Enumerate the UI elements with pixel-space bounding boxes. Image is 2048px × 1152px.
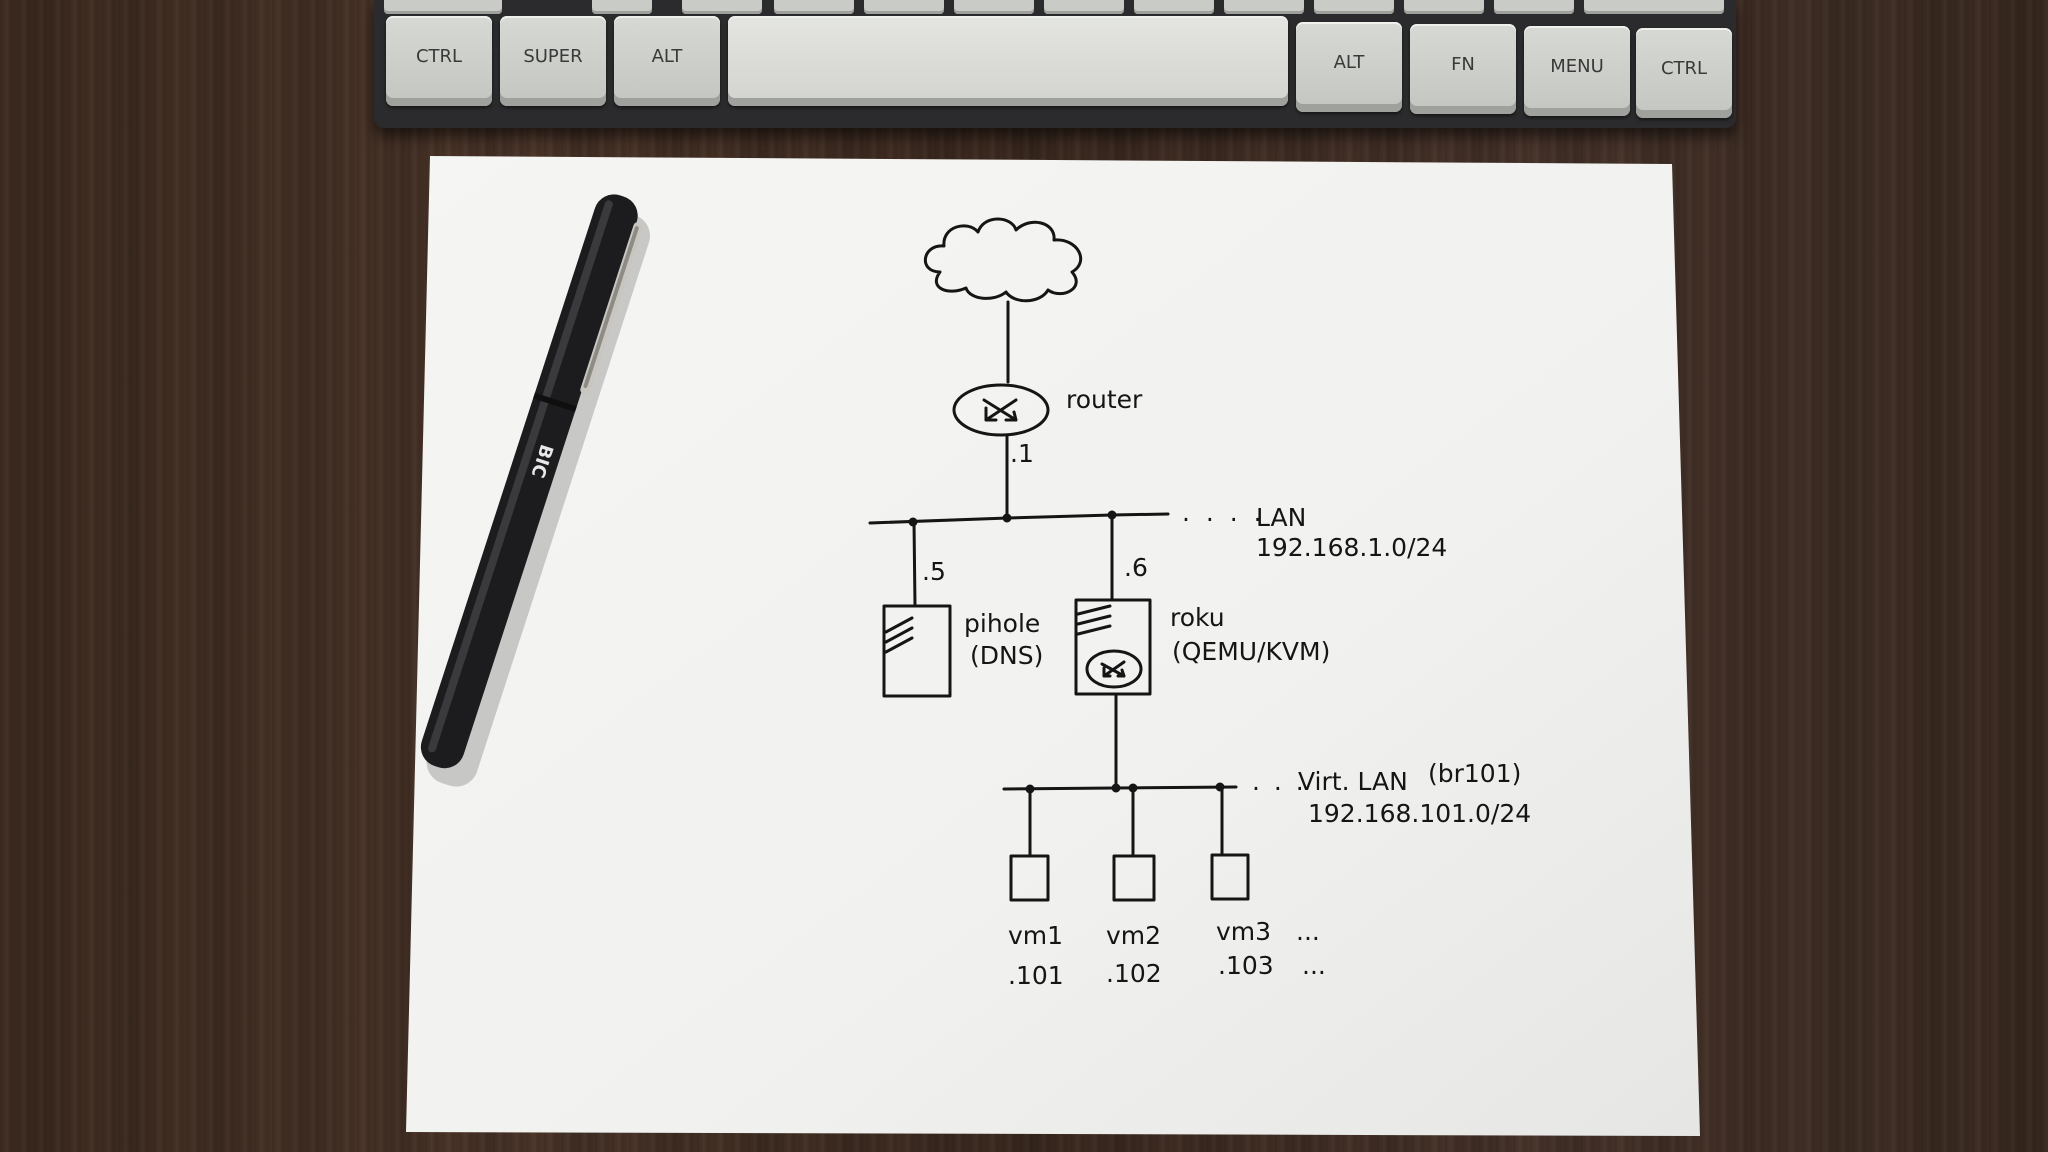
lan-name-label: LAN (1256, 503, 1306, 532)
virt-lan-bridge-label: (br101) (1428, 759, 1521, 788)
lan-tap-pihole (908, 517, 918, 527)
keyboard-top-row-key (774, 0, 854, 14)
roku-virtual-router-icon (1085, 649, 1143, 689)
paper-surface (406, 156, 1700, 1136)
pen-clip-inner (583, 226, 639, 389)
menu-key[interactable]: MENU (1524, 26, 1630, 116)
router-ip-label: .1 (1010, 439, 1034, 468)
keyboard-top-row-key (1314, 0, 1394, 14)
virt-tap-vm1 (1025, 784, 1035, 794)
spacebar-key[interactable] (728, 16, 1288, 106)
virt-tap-roku (1111, 783, 1121, 793)
virt-lan-bus-line (1002, 785, 1238, 791)
lan-ellipsis: . . . . (1182, 498, 1266, 527)
pen-clip (580, 222, 644, 395)
router-label: router (1066, 385, 1143, 414)
vm2-name-label: vm2 (1106, 921, 1161, 950)
virt-lan-ellipsis: . . . (1252, 767, 1307, 796)
alt-left-key[interactable]: ALT (614, 16, 720, 106)
pen-highlight (428, 200, 613, 753)
virt-tap-vm3 (1215, 782, 1225, 792)
super-key[interactable]: SUPER (500, 16, 606, 106)
pihole-name-label: pihole (964, 609, 1040, 638)
pihole-link (912, 520, 917, 608)
pihole-role-label: (DNS) (970, 641, 1043, 670)
lan-tap-router (1002, 513, 1012, 523)
virt-tap-vm2 (1128, 783, 1138, 793)
keyboard-top-row-key (1044, 0, 1124, 14)
pihole-ip-label: .5 (922, 557, 946, 586)
lan-bus-line (868, 512, 1170, 525)
router-icon (952, 383, 1050, 437)
roku-role-label: (QEMU/KVM) (1172, 637, 1330, 666)
keyboard-top-row-key (864, 0, 944, 14)
virt-lan-name-label: Virt. LAN (1298, 767, 1408, 796)
more-vms-ips: ... (1302, 951, 1326, 980)
ctrl-left-key[interactable]: CTRL (386, 16, 492, 106)
keyboard-top-row-key (954, 0, 1034, 14)
keyboard-top-row-key (1224, 0, 1304, 14)
alt-right-key[interactable]: ALT (1296, 22, 1402, 112)
lan-subnet-label: 192.168.1.0/24 (1256, 533, 1447, 562)
vm3-box (1210, 853, 1250, 901)
pihole-server-icon (882, 604, 952, 698)
pen-brand-logo: BIC (527, 442, 557, 480)
ctrl-right-key[interactable]: CTRL (1636, 28, 1732, 118)
roku-ip-label: .6 (1124, 553, 1148, 582)
keyboard-top-row-key (1494, 0, 1574, 14)
keyboard: CTRL SUPER ALT ALT FN MENU CTRL (374, 0, 1736, 128)
pihole-server-lines (884, 616, 914, 654)
pen-body (420, 194, 638, 769)
lan-tap-roku (1107, 510, 1117, 520)
router-arrows-icon (982, 398, 1018, 422)
vm1-name-label: vm1 (1008, 921, 1063, 950)
vm3-name-label: vm3 (1216, 917, 1271, 946)
vm3-ip-label: .103 (1218, 951, 1274, 980)
fn-key[interactable]: FN (1410, 24, 1516, 114)
roku-server-icon (1074, 598, 1152, 696)
vm2-box (1112, 854, 1156, 902)
keyboard-top-row-key (1134, 0, 1214, 14)
network-diagram (868, 217, 1250, 902)
vm2-ip-label: .102 (1106, 959, 1162, 988)
keyboard-top-row-key (682, 0, 762, 14)
keyboard-top-row-key (592, 0, 652, 14)
internet-cloud-icon (923, 217, 1083, 303)
roku-router-arrows-icon (1100, 660, 1126, 678)
keyboard-top-row-key (1404, 0, 1484, 14)
vm1-box (1009, 854, 1050, 902)
roku-name-label: roku (1170, 603, 1225, 632)
virt-lan-subnet-label: 192.168.101.0/24 (1308, 799, 1531, 828)
vm1-ip-label: .101 (1008, 961, 1064, 990)
pen-cap-band (533, 392, 577, 413)
more-vms-names: ... (1296, 917, 1320, 946)
pen-shadow (426, 211, 650, 787)
roku-server-lines (1076, 604, 1112, 636)
keyboard-top-row-key (384, 0, 502, 14)
keyboard-top-row-key (1584, 0, 1724, 14)
